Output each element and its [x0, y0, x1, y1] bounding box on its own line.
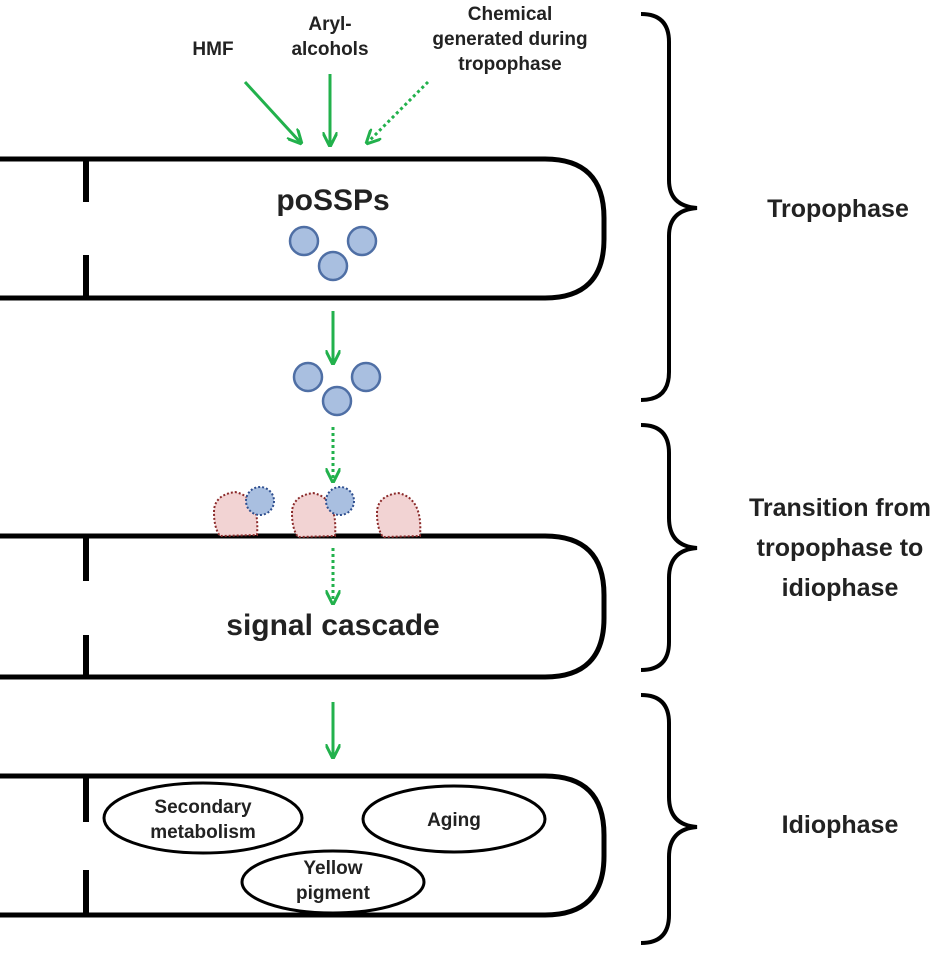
molecule — [321, 385, 353, 417]
molecule — [350, 361, 382, 393]
receptor — [290, 491, 337, 539]
input-label-aryl-line2: alcohols — [291, 39, 368, 60]
output-yellow-line1: Yellow — [303, 858, 362, 879]
output-yellow-line2: pigment — [296, 883, 371, 904]
cell-middle-outline — [0, 533, 607, 680]
arrow-hmf — [243, 80, 300, 142]
phase-label-tropophase: Tropophase — [767, 195, 909, 223]
output-aging-label: Aging — [427, 810, 481, 831]
molecule — [317, 250, 349, 282]
input-label-chemical-line3: tropophase — [458, 54, 561, 75]
molecule — [288, 225, 320, 257]
cell-top-outline — [0, 156, 607, 301]
phase-label-transition-line2: tropophase to — [757, 534, 924, 562]
input-label-chemical-line2: generated during — [432, 29, 587, 50]
output-secondary-line1: Secondary — [154, 797, 252, 818]
phase-label-transition-line1: Transition from — [749, 494, 931, 522]
cell-bottom-outline — [0, 773, 607, 918]
output-secondary-metabolism — [102, 781, 304, 855]
phase-label-idiophase: Idiophase — [782, 811, 899, 839]
input-label-aryl-line1: Aryl- — [308, 14, 351, 35]
output-secondary-line2: metabolism — [150, 822, 256, 843]
receptor — [375, 491, 422, 539]
input-label-hmf: HMF — [192, 39, 233, 60]
input-label-chemical-line1: Chemical — [468, 4, 552, 25]
molecule — [292, 361, 324, 393]
molecule-group-secreted — [292, 361, 382, 417]
bound-molecule — [325, 486, 355, 516]
output-aging — [361, 784, 547, 854]
cell-middle-label: signal cascade — [226, 609, 439, 642]
brace-idiophase — [640, 693, 698, 945]
bound-molecule — [245, 486, 275, 516]
brace-transition — [640, 423, 698, 672]
molecule-group-top — [288, 225, 378, 282]
arrow-chemical — [368, 80, 430, 142]
brace-tropophase — [640, 12, 698, 402]
output-yellow-pigment — [240, 849, 426, 915]
phase-label-transition-line3: idiophase — [782, 574, 899, 602]
cell-top-label: poSSPs — [276, 184, 389, 217]
molecule — [346, 225, 378, 257]
